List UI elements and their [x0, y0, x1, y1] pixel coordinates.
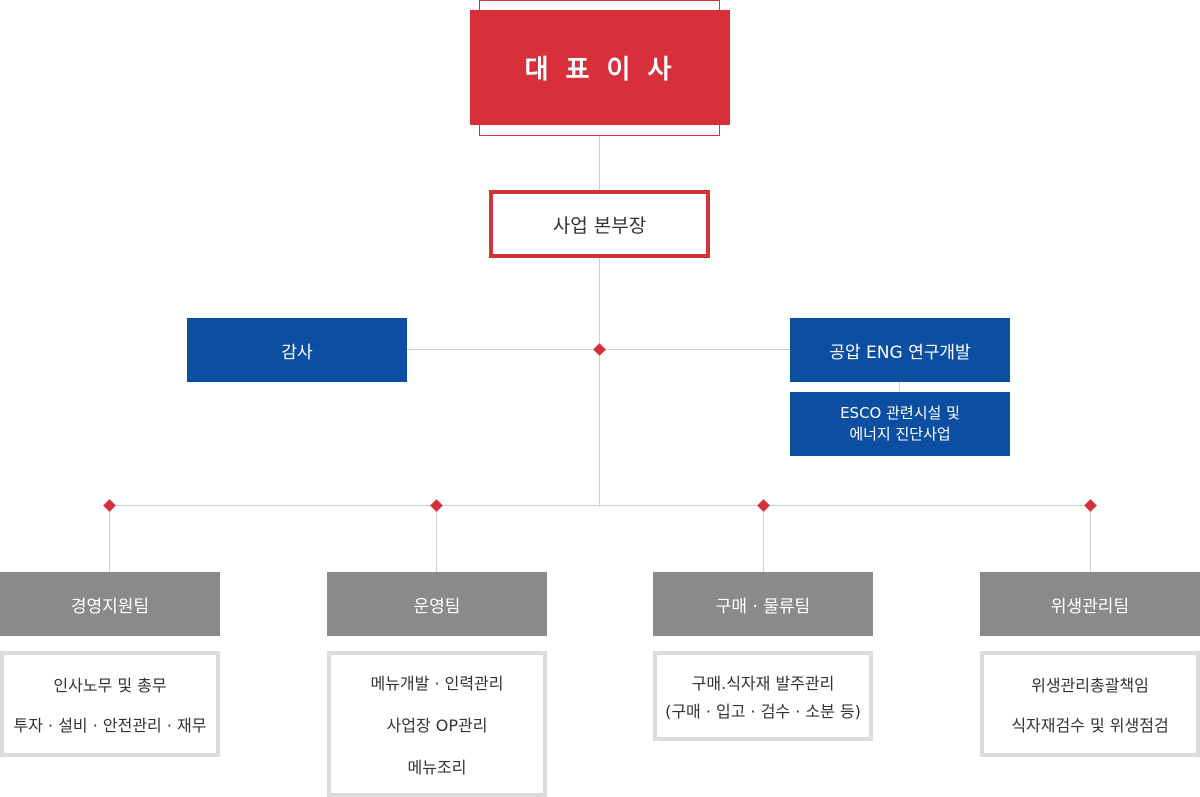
connector-team-1 [109, 505, 110, 572]
team-box-hygiene: 위생관리팀 [980, 572, 1200, 636]
team-label: 운영팀 [413, 596, 461, 617]
junction-diamond-team-3 [757, 499, 770, 512]
team-label: 구매 · 물류팀 [715, 596, 811, 617]
rnd-sub-line-1: ESCO 관련시설 및 [840, 404, 960, 422]
rnd-box: 공압 ENG 연구개발 [790, 318, 1010, 382]
duty-item: 위생관리총괄책임 [1031, 676, 1149, 695]
duty-item: 인사노무 및 총무 [53, 676, 167, 695]
duty-item: 사업장 OP관리 [386, 716, 488, 735]
connector-team-2 [436, 505, 437, 572]
duty-box-operations: 메뉴개발 · 인력관리 사업장 OP관리 메뉴조리 [327, 651, 547, 797]
duty-box-hygiene: 위생관리총괄책임 식자재검수 및 위생점검 [980, 651, 1200, 757]
connector-rnd-sub [899, 382, 900, 392]
team-box-purchasing: 구매 · 물류팀 [653, 572, 873, 636]
connector-ceo-hq [599, 136, 600, 191]
hq-head-box: 사업 본부장 [489, 190, 710, 258]
rnd-label: 공압 ENG 연구개발 [829, 342, 971, 363]
audit-label: 감사 [281, 342, 313, 363]
team-label: 경영지원팀 [70, 596, 150, 617]
duty-item: 구매.식자재 발주관리 [691, 674, 835, 693]
ceo-box: 대 표 이 사 [470, 10, 730, 125]
duty-item: 식자재검수 및 위생점검 [1011, 716, 1169, 735]
duty-item: 메뉴개발 · 인력관리 [370, 674, 504, 693]
junction-diamond-team-1 [103, 499, 116, 512]
duty-box-management: 인사노무 및 총무 투자 · 설비 · 안전관리 · 재무 [0, 651, 220, 757]
duty-box-purchasing: 구매.식자재 발주관리 (구매 · 입고 · 검수 · 소분 등) [653, 651, 873, 741]
junction-diamond-side [593, 343, 606, 356]
junction-diamond-team-2 [430, 499, 443, 512]
connector-hq-trunk [599, 257, 600, 507]
duty-item: 메뉴조리 [407, 758, 467, 777]
duty-item: 투자 · 설비 · 안전관리 · 재무 [13, 716, 207, 735]
duty-item: (구매 · 입고 · 검수 · 소분 등) [665, 702, 861, 721]
team-box-management: 경영지원팀 [0, 572, 220, 636]
connector-team-3 [763, 505, 764, 572]
team-box-operations: 운영팀 [327, 572, 547, 636]
rnd-sub-line-2: 에너지 진단사업 [849, 425, 951, 443]
connector-team-bus [109, 505, 1091, 506]
audit-box: 감사 [187, 318, 407, 382]
team-label: 위생관리팀 [1050, 596, 1130, 617]
rnd-sub-box: ESCO 관련시설 및 에너지 진단사업 [790, 392, 1010, 456]
connector-team-4 [1090, 505, 1091, 572]
hq-head-label: 사업 본부장 [552, 214, 647, 237]
junction-diamond-team-4 [1084, 499, 1097, 512]
ceo-label: 대 표 이 사 [524, 55, 676, 85]
